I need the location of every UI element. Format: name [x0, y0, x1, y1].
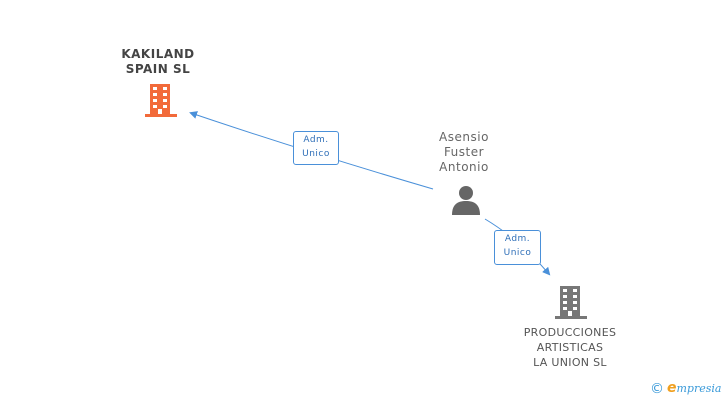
building-icon[interactable] [145, 84, 177, 117]
node-label-line: SPAIN SL [125, 62, 191, 76]
building-icon[interactable] [555, 286, 587, 319]
node-label-person[interactable]: Asensio Fuster Antonio [404, 130, 524, 175]
edge-label-line: Adm. [504, 234, 531, 244]
node-label-line: KAKILAND [121, 47, 195, 61]
copyright-icon: © [650, 381, 664, 397]
node-label-producciones[interactable]: PRODUCCIONES ARTISTICAS LA UNION SL [500, 325, 640, 370]
edge-label-line: Unico [503, 248, 532, 258]
edge-label-line: Unico [302, 149, 330, 159]
edge-label-badge: Adm. Unico [293, 131, 339, 165]
node-label-line: ARTISTICAS [536, 341, 604, 354]
edge-label-line: Adm. [303, 135, 329, 145]
node-label-line: Fuster [443, 145, 485, 159]
empresia-watermark[interactable]: ©empresia [650, 380, 722, 397]
node-label-kakiland[interactable]: KAKILAND SPAIN SL [98, 47, 218, 77]
person-icon[interactable] [452, 186, 480, 215]
node-label-line: PRODUCCIONES [523, 326, 617, 339]
brand-initial: e [667, 380, 677, 396]
node-label-line: Asensio [439, 130, 489, 144]
edge-label-badge: Adm. Unico [494, 230, 541, 265]
node-label-line: LA UNION SL [533, 356, 607, 369]
brand-name: mpresia [676, 382, 722, 395]
node-label-line: Antonio [439, 160, 489, 174]
